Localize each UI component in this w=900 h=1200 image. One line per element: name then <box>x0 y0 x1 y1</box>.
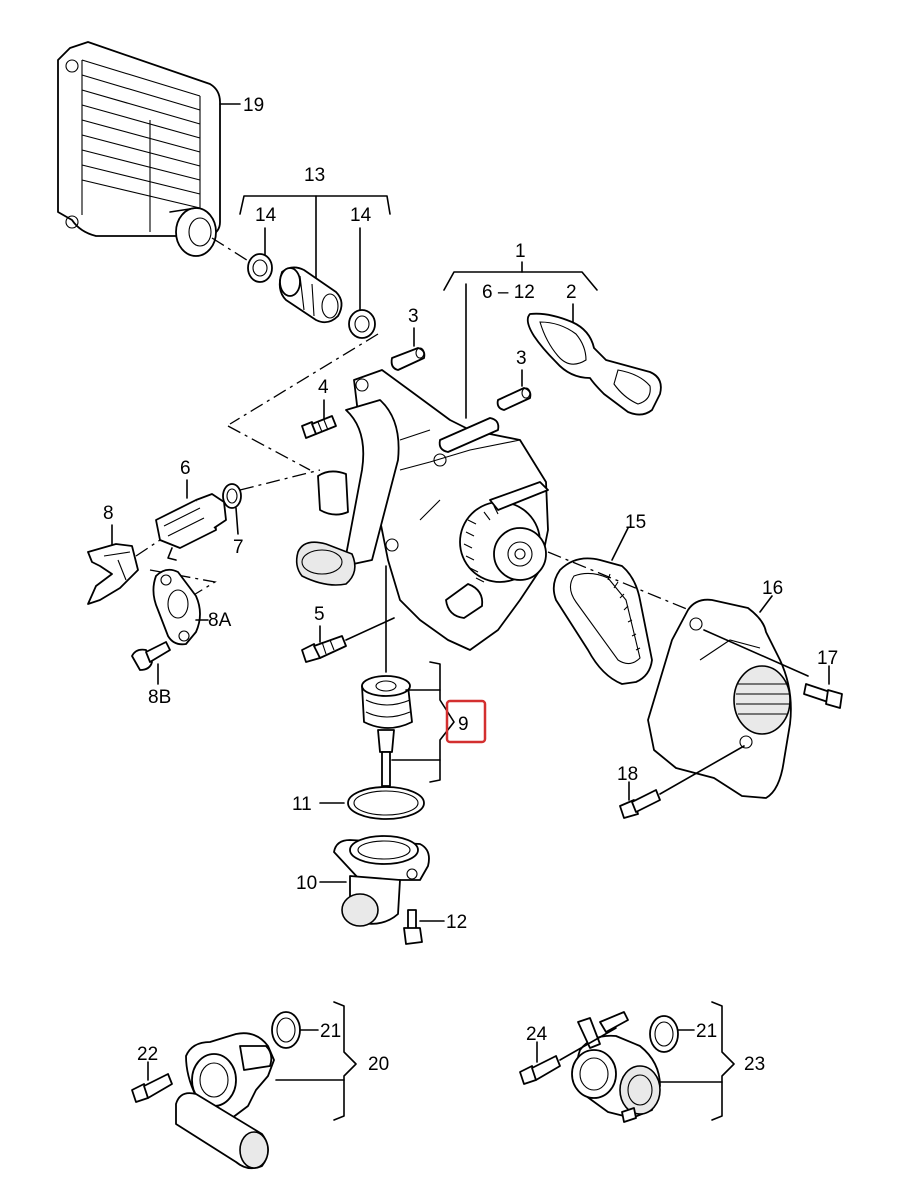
clip-part-8 <box>87 543 139 605</box>
label-8A: 8A <box>208 610 232 631</box>
temperature-sender-part-6 <box>155 493 227 561</box>
label-9: 9 <box>458 714 469 735</box>
label-23: 23 <box>744 1054 765 1075</box>
thermostat-part-9 <box>361 675 413 787</box>
label-12: 12 <box>446 912 467 933</box>
label-6: 6 <box>180 458 191 479</box>
label-1: 1 <box>515 241 526 262</box>
bolt-part-24 <box>519 1055 561 1085</box>
label-16: 16 <box>762 578 783 599</box>
label-6-12: 6 – 12 <box>482 282 535 303</box>
dowel-pin-3a <box>390 347 426 371</box>
label-2: 2 <box>566 282 577 303</box>
bolt-part-12 <box>403 909 423 945</box>
label-22: 22 <box>137 1044 158 1065</box>
label-11: 11 <box>292 794 312 815</box>
gasket-plate-part-8A <box>152 568 201 646</box>
label-24: 24 <box>526 1024 548 1045</box>
bolt-part-22 <box>131 1073 173 1103</box>
bolt-part-5 <box>301 635 347 663</box>
label-14a: 14 <box>255 205 277 226</box>
seal-ring-part-7 <box>222 483 242 509</box>
seal-ring-14a <box>247 253 273 283</box>
dowel-pin-3b <box>496 387 532 411</box>
label-21b: 21 <box>696 1021 717 1042</box>
bolt-part-8B <box>131 641 171 671</box>
label-20: 20 <box>368 1054 389 1075</box>
oil-cooler-part-19 <box>57 41 221 257</box>
bolt-part-4 <box>301 415 337 439</box>
label-7: 7 <box>233 537 244 558</box>
label-10: 10 <box>296 873 317 894</box>
label-15: 15 <box>625 512 646 533</box>
label-3b: 3 <box>516 348 527 369</box>
label-4: 4 <box>318 377 329 398</box>
connector-pipe-13 <box>278 266 343 324</box>
label-19: 19 <box>243 95 264 116</box>
water-pump-housing <box>295 369 549 651</box>
highlight-box-part-9 <box>445 699 487 744</box>
label-8B: 8B <box>148 687 171 708</box>
o-ring-part-21b <box>649 1015 679 1053</box>
toothed-belt-part-15 <box>552 557 653 685</box>
o-ring-part-21a <box>271 1011 301 1049</box>
bolt-part-17 <box>803 683 843 709</box>
label-3a: 3 <box>408 306 419 327</box>
label-21a: 21 <box>320 1021 341 1042</box>
o-ring-part-11 <box>347 786 425 820</box>
coolant-flange-part-20 <box>175 1032 275 1170</box>
label-14b: 14 <box>350 205 372 226</box>
thermostat-cover-part-10 <box>333 835 430 927</box>
label-8: 8 <box>103 503 114 524</box>
gasket-part-2 <box>526 312 662 416</box>
label-5: 5 <box>314 604 325 625</box>
label-17: 17 <box>817 648 838 669</box>
belt-cover-part-16 <box>647 598 792 799</box>
label-18: 18 <box>617 764 638 785</box>
bolt-part-18 <box>619 789 661 819</box>
label-13: 13 <box>304 165 325 186</box>
seal-ring-14b <box>348 309 376 339</box>
